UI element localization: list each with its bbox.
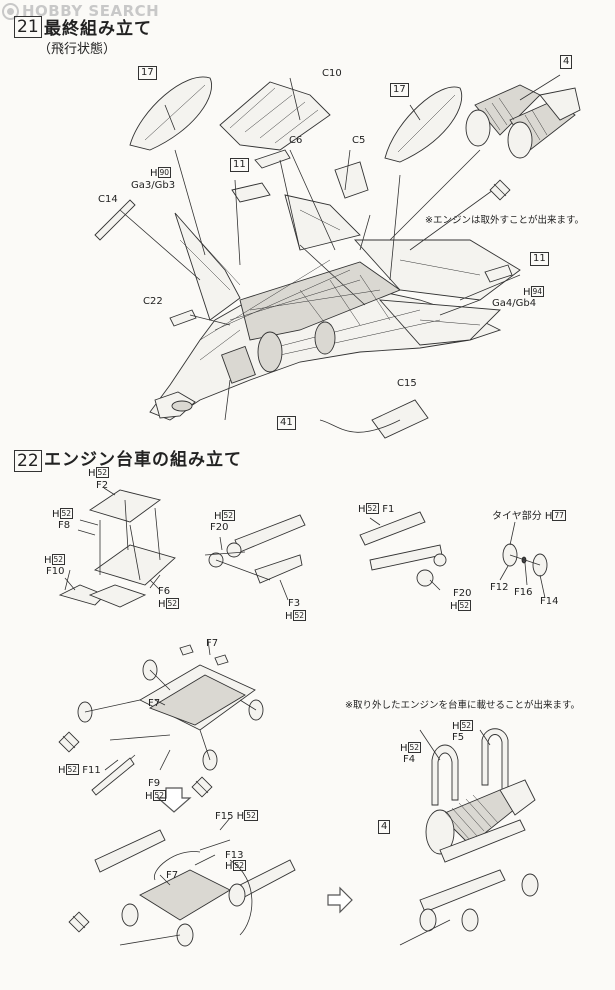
label-c5: C5	[352, 135, 366, 146]
part-c10	[219, 81, 331, 151]
part-c5	[334, 161, 369, 199]
label-f14: F14	[540, 596, 559, 607]
hobby-search-logo-icon	[2, 2, 19, 20]
step-21-number: 21	[14, 16, 42, 38]
label-f9: F9	[148, 778, 161, 789]
step-21-subtitle: （飛行状態）	[38, 42, 117, 57]
step-21-title: 最終組み立て	[44, 19, 152, 39]
label-c6: C6	[289, 135, 303, 146]
label-f4: F4	[403, 754, 416, 765]
label-f12: F12	[490, 582, 509, 593]
label-ga3-gb3: Ga3/Gb3	[131, 180, 176, 191]
label-f3: F3	[288, 598, 301, 609]
cement-prohibited-icon	[489, 179, 511, 201]
hobby-search-watermark: HOBBY SEARCH	[2, 2, 159, 20]
label-f20-left: F20	[210, 522, 229, 533]
part-c14	[94, 199, 136, 241]
part-box-41: 41	[277, 416, 296, 430]
cement-prohibited-icon	[58, 731, 80, 753]
label-f2: F2	[96, 480, 109, 491]
label-f6: F6	[158, 586, 171, 597]
part-11-upper	[231, 182, 271, 203]
part-box-11-upper: 11	[230, 158, 249, 172]
part-11-right	[484, 264, 513, 283]
label-c15: C15	[397, 378, 417, 389]
label-h94-box: 94	[530, 286, 545, 297]
label-f13: F13	[225, 850, 244, 861]
label-c10: C10	[322, 68, 342, 79]
cart-side-frame-f3	[204, 514, 306, 584]
tire-assembly	[502, 543, 548, 577]
label-f8: F8	[58, 520, 71, 531]
label-c14: C14	[98, 194, 118, 205]
label-f10: F10	[46, 566, 65, 577]
label-h94-prefix: H	[523, 287, 531, 298]
cart-with-engine-mounted	[399, 728, 539, 946]
step-22-number: 22	[14, 450, 42, 472]
step-22-title: エンジン台車の組み立て	[44, 450, 242, 470]
note-engine-removable: ※エンジンは取外すことが出来ます。	[425, 215, 585, 226]
cart-with-lift-arms	[94, 829, 296, 947]
note-engine-mount: ※取り外したエンジンを台車に載せることが出来ます。	[345, 700, 581, 711]
engine-pair-part-4	[465, 84, 581, 159]
label-f7-mid: F7	[148, 698, 161, 709]
drop-tank-right	[384, 86, 463, 163]
part-c15	[371, 399, 429, 439]
part-box-4-step22: 4	[378, 820, 391, 834]
label-f7-top: F7	[206, 638, 219, 649]
label-f5: F5	[452, 732, 465, 743]
part-box-11-right: 11	[530, 252, 549, 266]
drop-tank-left	[129, 76, 212, 151]
cart-chassis-assembly	[77, 644, 264, 796]
f22-airframe-drawing	[149, 194, 521, 421]
label-ga4-gb4: Ga4/Gb4	[492, 298, 537, 309]
cement-prohibited-icon	[68, 911, 90, 933]
part-c22	[169, 309, 197, 327]
part-box-17-left: 17	[138, 66, 157, 80]
outline-arrow-right-icon	[327, 886, 353, 914]
part-c6	[254, 149, 291, 169]
label-h90-prefix: H	[150, 168, 158, 179]
label-f16: F16	[514, 587, 533, 598]
label-f20-right: F20	[453, 588, 472, 599]
label-f7-lower: F7	[166, 870, 179, 881]
label-c22: C22	[143, 296, 163, 307]
label-h90-box: 90	[157, 167, 172, 178]
cart-frame-assembly-f2	[58, 489, 176, 608]
logo-text: HOBBY SEARCH	[22, 2, 160, 20]
cement-prohibited-icon	[191, 776, 213, 798]
cart-side-frame-f1	[359, 511, 447, 587]
part-box-17-right: 17	[390, 83, 409, 97]
part-box-4-step21: 4	[560, 55, 573, 69]
